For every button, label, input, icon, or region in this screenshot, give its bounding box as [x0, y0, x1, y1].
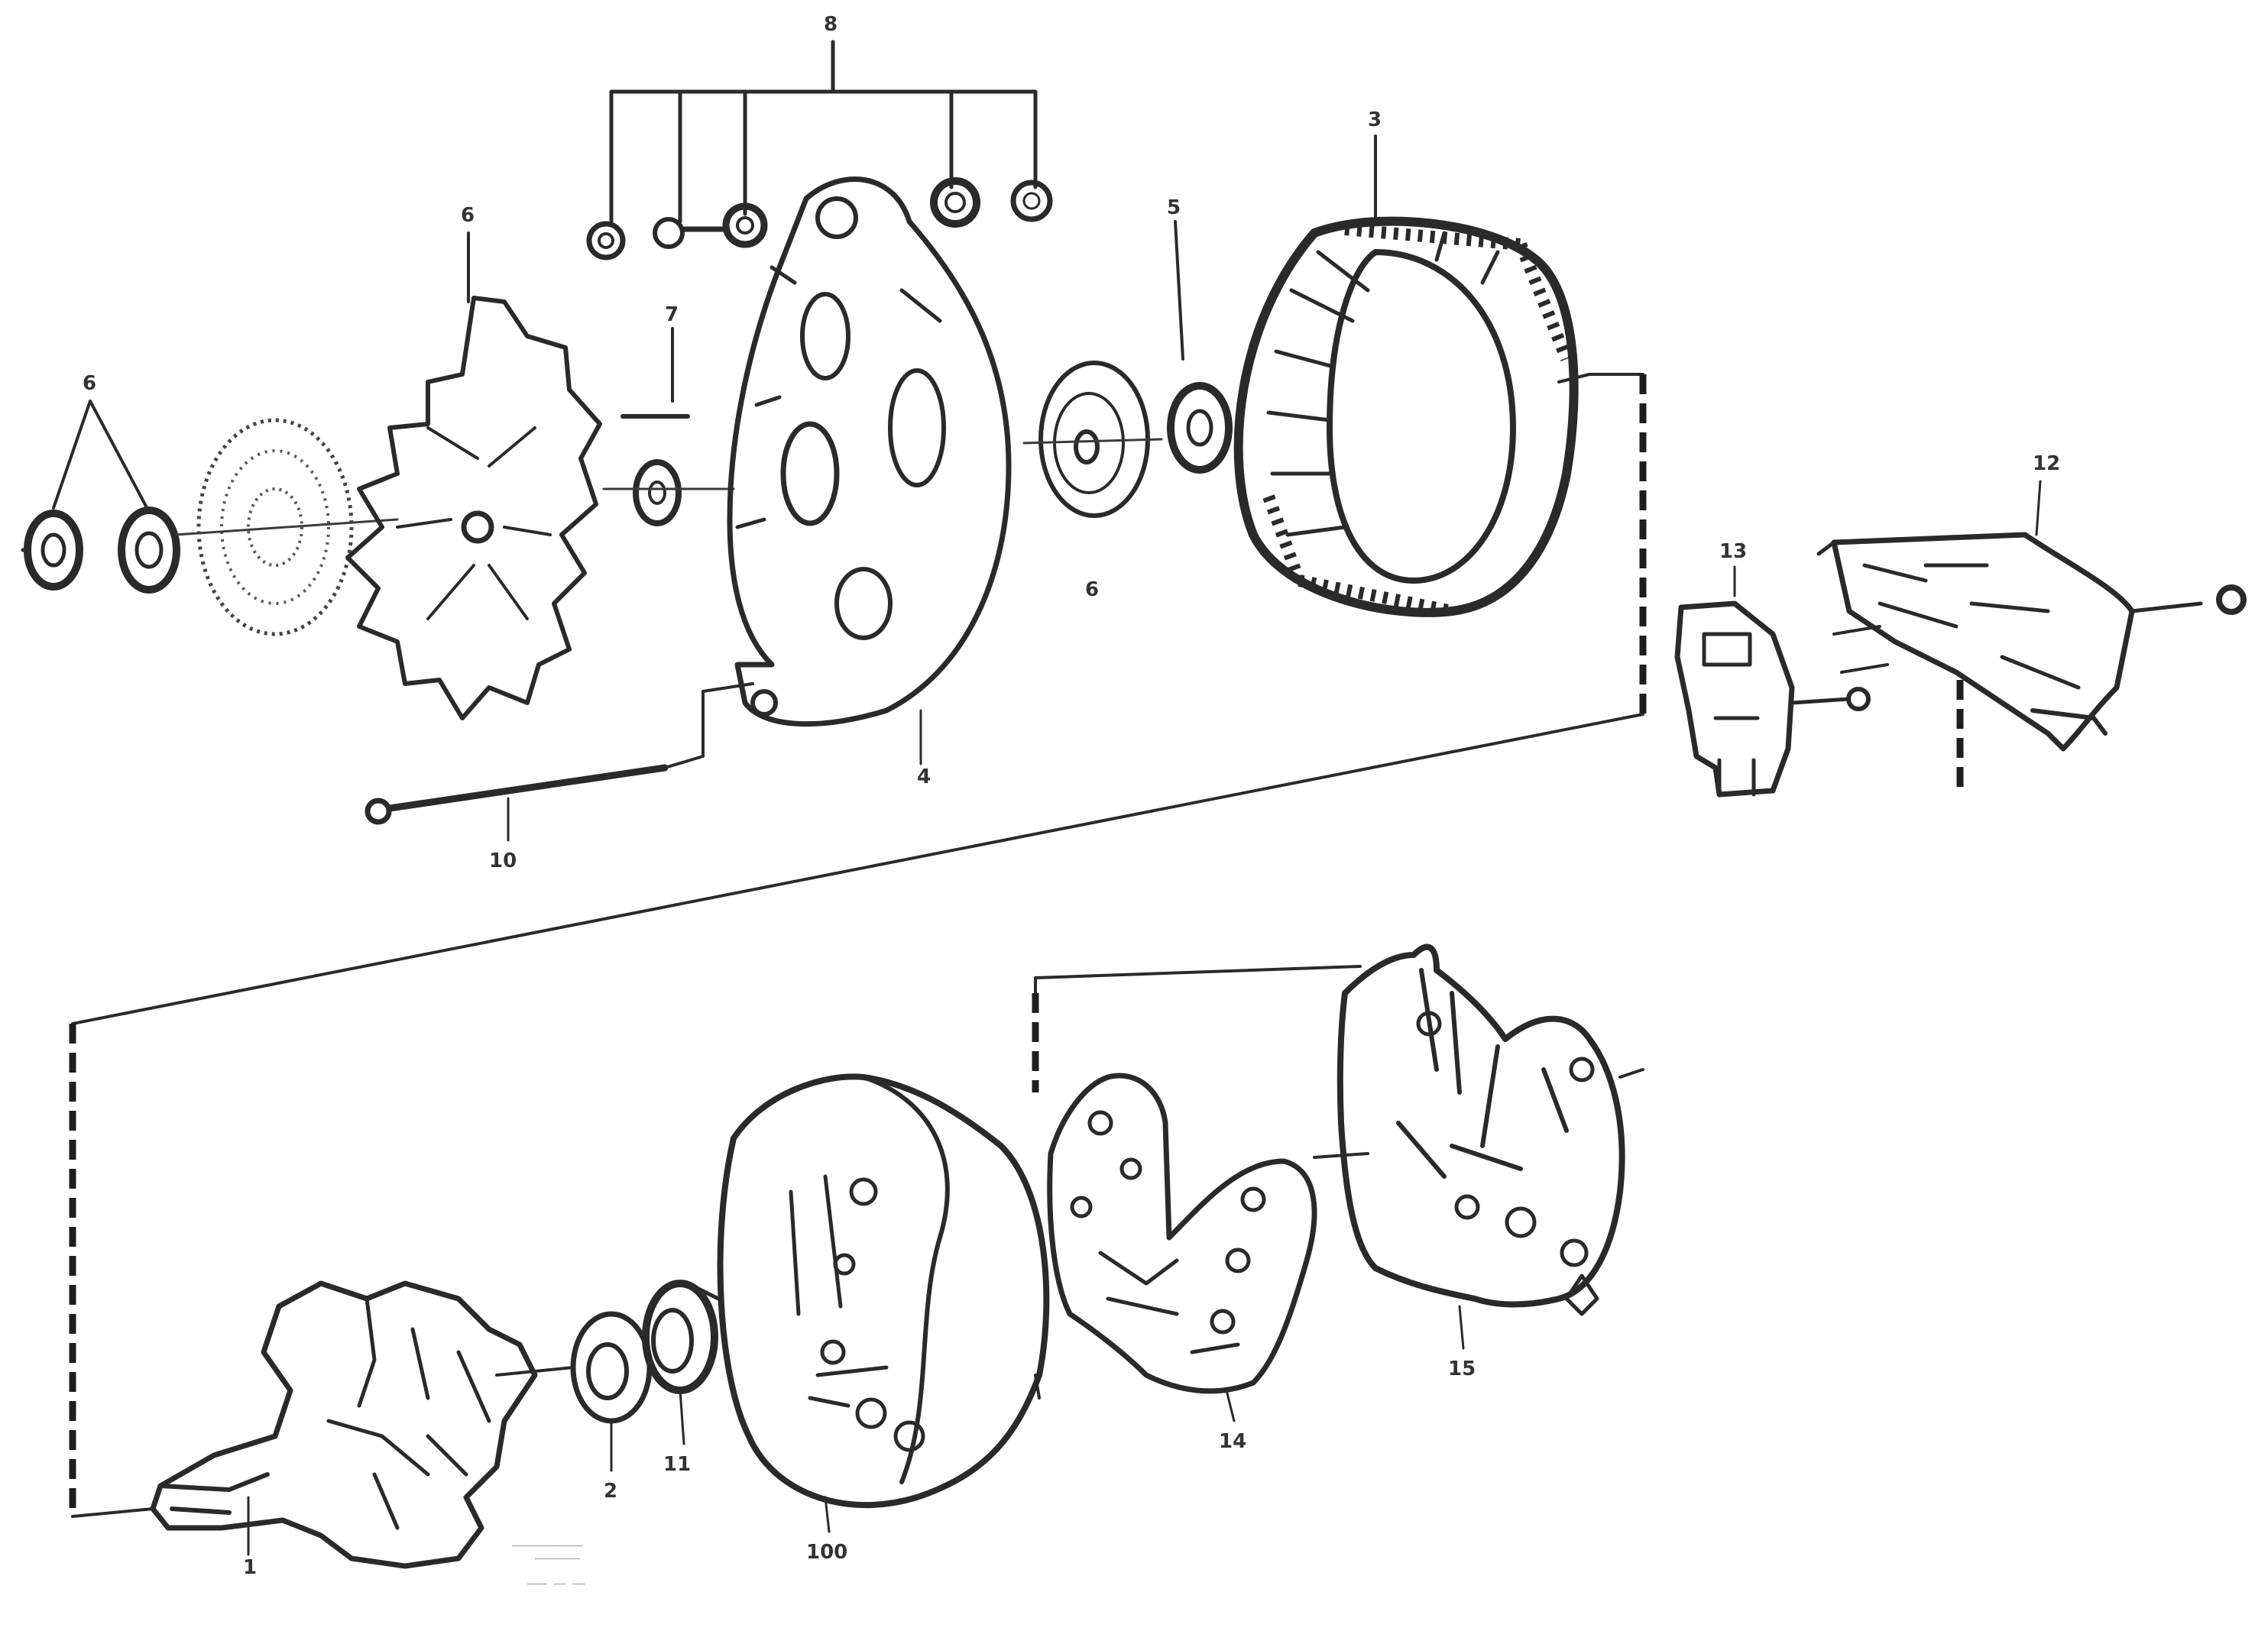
drawing-reference: ___________ _______ ___ __ __ — [512, 1534, 585, 1584]
callout-6-top: 6 — [461, 204, 475, 227]
bearing — [1022, 361, 1163, 518]
seal-ring — [642, 1280, 721, 1445]
rear-cover — [1336, 943, 1644, 1350]
stator — [1233, 134, 1579, 617]
drawing-code-line-2: _______ — [535, 1547, 581, 1559]
lower-connector-lines — [1032, 965, 1369, 1400]
voltage-regulator — [1816, 480, 2247, 791]
callout-2: 2 — [604, 1480, 617, 1503]
pulley-nut-and-washer — [21, 400, 180, 594]
callout-14: 14 — [1219, 1430, 1246, 1453]
callout-15: 15 — [1448, 1358, 1476, 1380]
callout-5: 5 — [1167, 196, 1181, 219]
bearing-retainer — [1167, 220, 1233, 474]
drawing-code-line-1: ___________ — [512, 1534, 583, 1546]
callout-12: 12 — [2033, 452, 2060, 475]
callout-6-mid: 6 — [1085, 578, 1099, 601]
spacer-washer — [602, 327, 735, 526]
through-bolt — [364, 682, 754, 842]
brush-holder — [1674, 565, 1871, 798]
callout-1: 1 — [243, 1556, 257, 1579]
callout-8-bracket — [609, 40, 1038, 228]
callout-3: 3 — [1368, 108, 1382, 131]
rectifier-diode-plate — [1047, 1073, 1317, 1422]
fan — [345, 231, 602, 720]
slip-ring-bearing — [570, 1311, 653, 1472]
callout-100: 100 — [806, 1541, 847, 1564]
drawing-code-line-3: ___ __ __ — [527, 1572, 585, 1584]
callout-11: 11 — [663, 1453, 691, 1476]
callout-6-left: 6 — [83, 372, 96, 395]
drive-end-shield — [727, 176, 1012, 727]
small-washers-group — [586, 177, 1053, 261]
callout-8: 8 — [824, 13, 838, 36]
pulley — [174, 418, 399, 636]
callout-13: 13 — [1719, 540, 1747, 563]
callout-7: 7 — [665, 303, 679, 326]
slip-ring-end-shield — [717, 1073, 1050, 1533]
rotor — [150, 1280, 575, 1569]
callout-4: 4 — [917, 765, 931, 788]
callout-10: 10 — [489, 849, 517, 872]
assembly-connector-lines — [69, 373, 1647, 1518]
